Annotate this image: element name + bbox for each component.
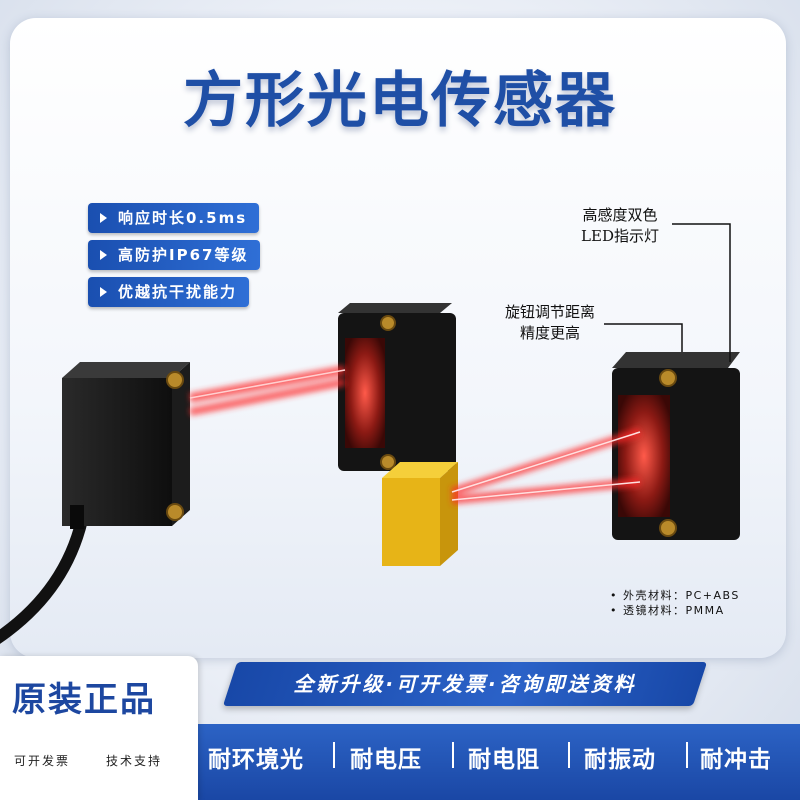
feature-label: 优越抗干扰能力: [118, 283, 238, 301]
badge-invoice: 可开发票: [14, 754, 71, 768]
bottom-item-ambient-light: 耐环境光: [208, 747, 304, 773]
divider: [452, 742, 454, 768]
target-block: [382, 462, 458, 566]
callout-knob-line1: 旋钮调节距离: [504, 303, 595, 321]
feature-label: 响应时长0.5ms: [118, 209, 248, 227]
callout-line-led: [672, 223, 731, 362]
feature-tag-interference: 优越抗干扰能力: [88, 277, 250, 307]
divider: [333, 742, 335, 768]
spec-shell: • 外壳材料：PC+ABS: [610, 589, 740, 602]
divider: [686, 742, 688, 768]
callout-line-knob: [604, 323, 683, 352]
badge-title: 原装正品: [12, 680, 156, 720]
arrow-icon: [100, 250, 107, 260]
spec-lens: • 透镜材料：PMMA: [610, 604, 725, 617]
left-sensor: [62, 362, 190, 529]
arrow-icon: [100, 287, 107, 297]
right-sensor: [612, 352, 740, 540]
spec-list: • 外壳材料：PC+ABS • 透镜材料：PMMA: [610, 588, 740, 618]
callout-knob: 旋钮调节距离 精度更高: [494, 302, 606, 344]
bottom-item-resistance: 耐电阻: [468, 747, 540, 773]
callout-knob-line2: 精度更高: [519, 324, 580, 342]
badge-support: 技术支持: [106, 754, 163, 768]
bottom-item-voltage: 耐电压: [350, 747, 422, 773]
authentic-badge: [0, 656, 198, 800]
bottom-item-vibration: 耐振动: [584, 747, 656, 773]
feature-label: 高防护IP67等级: [118, 246, 249, 264]
callout-led-line1: 高感度双色: [582, 206, 658, 224]
callout-led: 高感度双色 LED指示灯: [570, 205, 670, 247]
bottom-item-impact: 耐冲击: [700, 747, 772, 773]
arrow-icon: [100, 213, 107, 223]
middle-sensor: [338, 303, 456, 471]
divider: [568, 742, 570, 768]
page-title: 方形光电传感器: [183, 66, 617, 136]
cable: [0, 518, 88, 644]
callout-led-line2: LED指示灯: [581, 227, 659, 245]
feature-tag-protection: 高防护IP67等级: [88, 240, 261, 270]
laser-beams: [189, 365, 642, 505]
feature-tag-response: 响应时长0.5ms: [88, 203, 260, 233]
promo-banner-text: 全新升级·可开发票·咨询即送资料: [293, 672, 637, 696]
